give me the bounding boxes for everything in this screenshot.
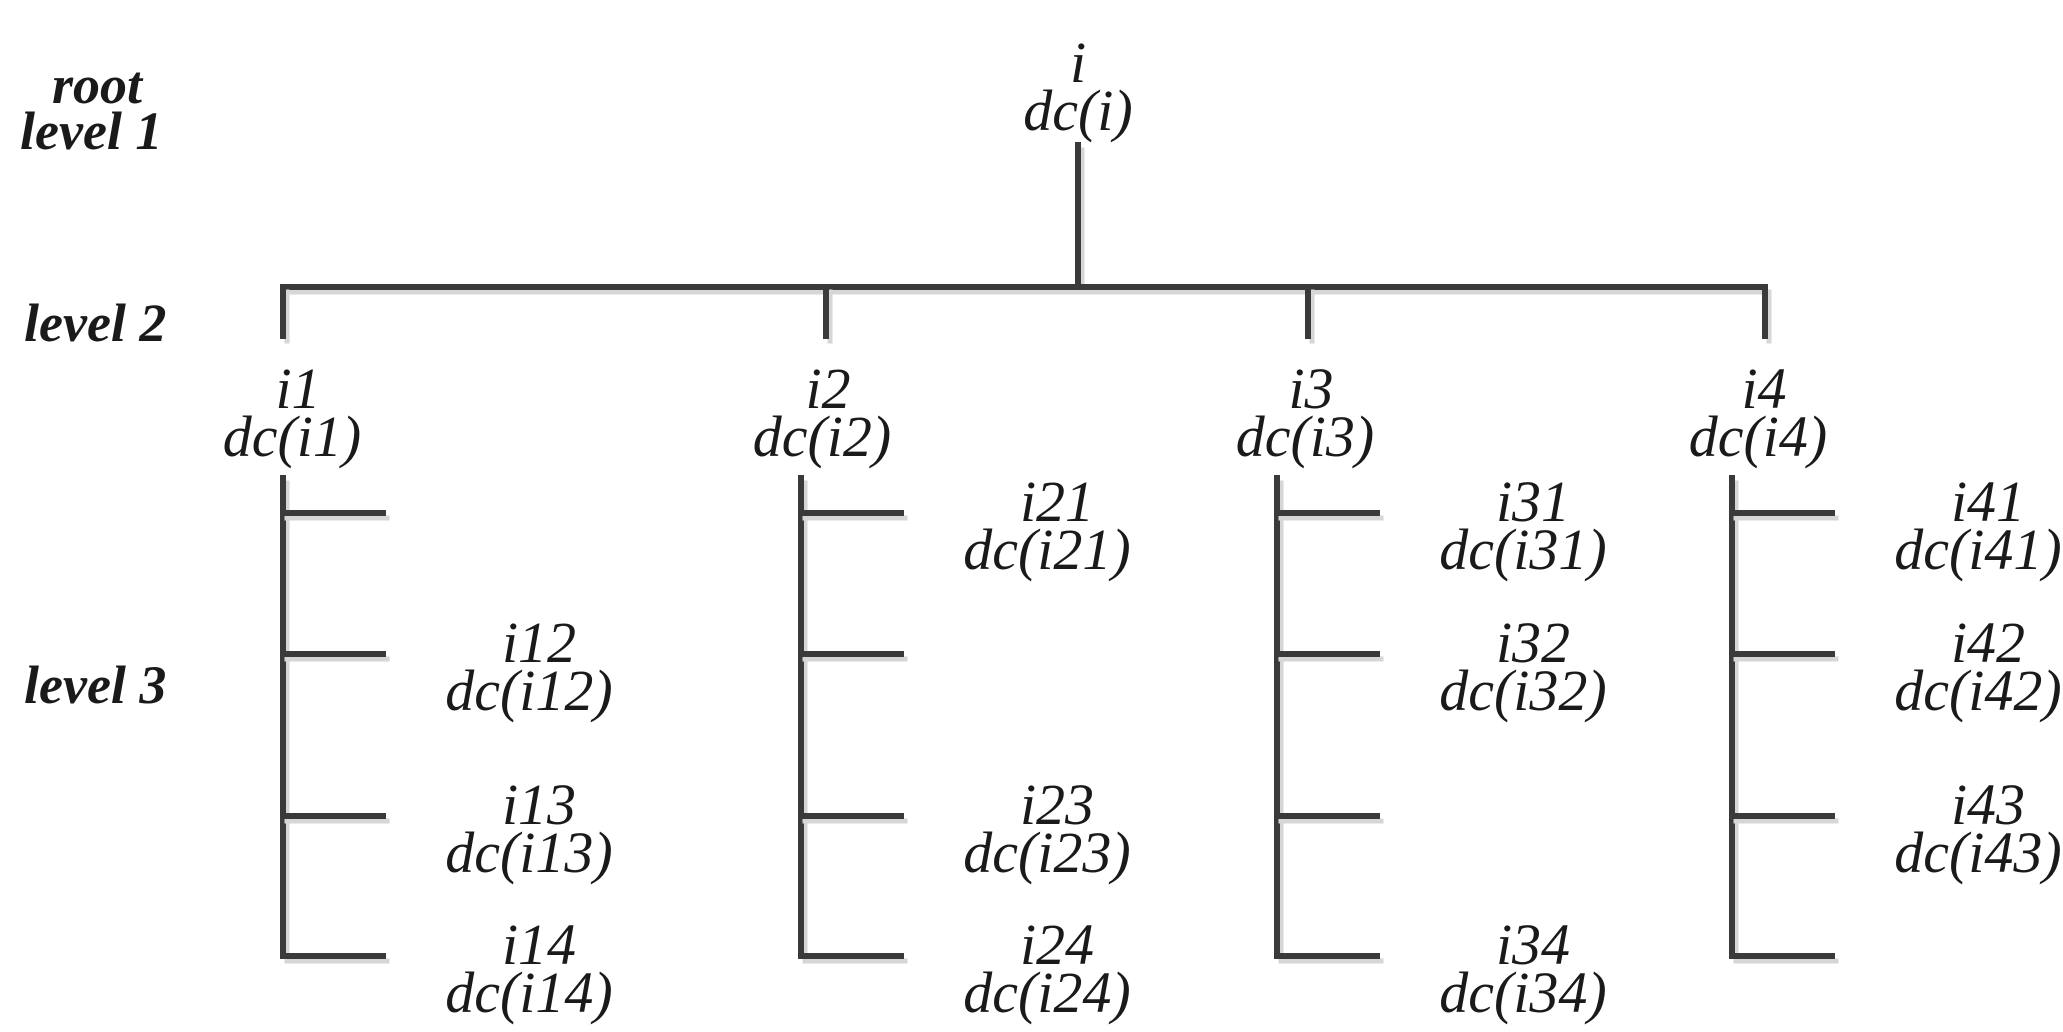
node-i4-dc: dc(i4) (1688, 404, 1828, 469)
node-i24-id: i24 (1019, 912, 1095, 977)
node-i12-id: i12 (501, 610, 577, 675)
node-i3-id: i3 (1288, 356, 1334, 421)
node-i41-dc: dc(i41) (1894, 517, 2062, 582)
node-i21-id: i21 (1019, 469, 1095, 534)
node-i13-dc: dc(i13) (445, 820, 613, 885)
node-i42-id: i42 (1950, 610, 2026, 675)
node-i2-id: i2 (805, 356, 851, 421)
node-i41-id: i41 (1950, 469, 2026, 534)
node-i34-id: i34 (1495, 912, 1571, 977)
level-1-label: level 1 (20, 101, 163, 161)
node-i43-id: i43 (1950, 772, 2026, 837)
level-3-label: level 3 (24, 655, 167, 715)
node-i31-dc: dc(i31) (1439, 517, 1607, 582)
node-i4-id: i4 (1741, 356, 1787, 421)
node-i21-dc: dc(i21) (963, 517, 1131, 582)
node-i14-dc: dc(i14) (445, 960, 613, 1025)
node-i32-dc: dc(i32) (1439, 658, 1607, 723)
node-i24-dc: dc(i24) (963, 960, 1131, 1025)
node-i32-id: i32 (1495, 610, 1571, 675)
root-node-id: i (1069, 30, 1087, 95)
node-i13-id: i13 (501, 772, 577, 837)
node-i31-id: i31 (1495, 469, 1571, 534)
node-i12-dc: dc(i12) (445, 658, 613, 723)
node-i14-id: i14 (501, 912, 577, 977)
root-node-dc: dc(i) (1023, 78, 1133, 143)
node-i34-dc: dc(i34) (1439, 960, 1607, 1025)
node-i1-dc: dc(i1) (222, 404, 362, 469)
node-i42-dc: dc(i42) (1894, 658, 2062, 723)
node-i1-id: i1 (275, 356, 321, 421)
node-i23-id: i23 (1019, 772, 1095, 837)
node-i2-dc: dc(i2) (752, 404, 892, 469)
node-i3-dc: dc(i3) (1235, 404, 1375, 469)
node-i43-dc: dc(i43) (1894, 820, 2062, 885)
node-i23-dc: dc(i23) (963, 820, 1131, 885)
root-label: root (52, 55, 143, 115)
level-2-label: level 2 (24, 293, 167, 353)
